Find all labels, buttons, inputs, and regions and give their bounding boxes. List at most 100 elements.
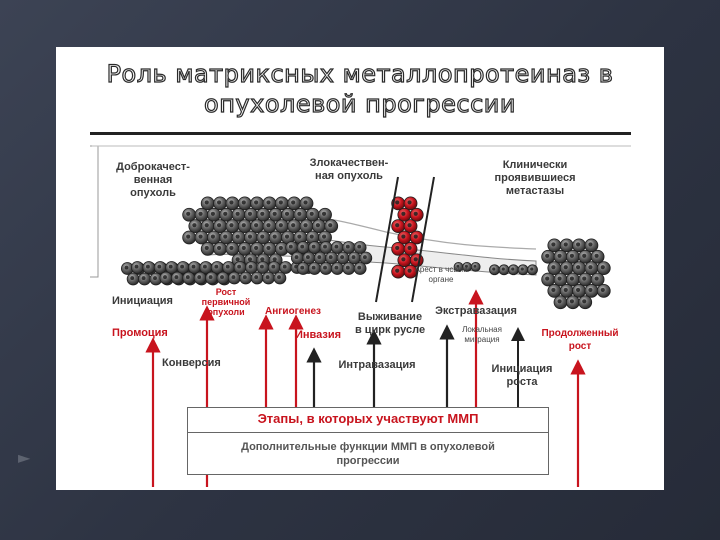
cell-nucleus: [401, 257, 406, 262]
cell-nucleus: [511, 267, 515, 271]
cell-nucleus: [225, 264, 230, 269]
cell-nucleus: [124, 265, 129, 270]
cell-nucleus: [278, 200, 283, 205]
cell-nucleus: [254, 245, 259, 250]
mmp-stages-box: Этапы, в которых участвуют ММП Дополните…: [187, 407, 549, 475]
cell-nucleus: [288, 244, 293, 249]
label-initiation: Инициация: [112, 295, 173, 307]
cell-nucleus: [563, 265, 568, 270]
cell-nucleus: [272, 234, 277, 239]
cell-nucleus: [235, 234, 240, 239]
cell-nucleus: [141, 276, 146, 281]
cell-nucleus: [582, 276, 587, 281]
cell-nucleus: [208, 275, 213, 280]
cell-nucleus: [407, 223, 412, 228]
cell-nucleus: [407, 200, 412, 205]
cell-nucleus: [210, 211, 215, 216]
cell-nucleus: [305, 255, 310, 260]
cell-nucleus: [300, 244, 305, 249]
label-primary-tumor-growth: Рост первичной опухоли: [201, 287, 251, 317]
label-prolonged-growth: Продолженный рост: [541, 328, 619, 352]
cell-nucleus: [345, 244, 350, 249]
label-arrest-in-organ: Арест в чсвом органе: [414, 265, 468, 284]
cell-nucleus: [223, 234, 228, 239]
cell-nucleus: [254, 200, 259, 205]
cell-nucleus: [216, 200, 222, 205]
cell-nucleus: [334, 244, 339, 249]
label-invasion: Инвазия: [294, 329, 342, 341]
label-growth-initiation: Инициация роста: [491, 363, 553, 388]
cell-nucleus: [254, 275, 259, 280]
cell-nucleus: [223, 211, 228, 216]
cell-nucleus: [145, 264, 150, 269]
cell-nucleus: [395, 200, 400, 205]
label-malignant-tumor: Злокачествен- ная опухоль: [309, 157, 389, 182]
cell-nucleus: [220, 275, 224, 280]
cell-nucleus: [291, 200, 296, 205]
tumor-progression-diagram: [90, 145, 631, 487]
cell-nucleus: [582, 299, 587, 304]
cell-nucleus: [231, 275, 236, 280]
cell-nucleus: [395, 223, 400, 228]
cell-nucleus: [186, 234, 191, 239]
cell-nucleus: [362, 255, 367, 260]
slide: Роль матриксных металлопротеиназ в опухо…: [56, 47, 664, 490]
cell-nucleus: [557, 299, 562, 304]
cell-nucleus: [588, 242, 593, 247]
cell-nucleus: [153, 276, 157, 281]
cell-nucleus: [241, 245, 246, 250]
cell-nucleus: [278, 245, 283, 250]
cell-nucleus: [241, 200, 246, 205]
cell-nucleus: [168, 264, 173, 269]
cell-nucleus: [520, 267, 524, 271]
cell-nucleus: [163, 275, 167, 280]
cell-nucleus: [407, 268, 412, 273]
cell-nucleus: [551, 265, 556, 270]
cell-nucleus: [174, 275, 179, 280]
cell-nucleus: [247, 211, 253, 216]
cell-nucleus: [198, 211, 203, 216]
cell-nucleus: [202, 264, 207, 269]
cell-nucleus: [345, 265, 350, 270]
label-intravasation: Интравазация: [338, 359, 416, 371]
cell-nucleus: [563, 242, 568, 247]
cell-nucleus: [407, 245, 412, 250]
cell-nucleus: [582, 253, 587, 258]
cell-nucleus: [247, 257, 253, 262]
cell-nucleus: [197, 275, 202, 280]
cell-nucleus: [241, 223, 246, 228]
cell-nucleus: [300, 265, 305, 270]
cell-nucleus: [284, 234, 290, 239]
background-arrow-decoration: ►: [18, 448, 31, 467]
cell-nucleus: [501, 267, 505, 271]
cell-nucleus: [260, 234, 265, 239]
cell-nucleus: [186, 211, 191, 216]
cell-nucleus: [229, 200, 234, 205]
cell-nucleus: [282, 264, 287, 269]
mmp-stages-title: Этапы, в которых участвуют ММП: [188, 408, 548, 433]
cell-nucleus: [180, 264, 185, 269]
cell-nucleus: [588, 287, 593, 292]
basement-membrane: [90, 145, 99, 278]
cell-nucleus: [216, 223, 222, 228]
cell-nucleus: [229, 245, 234, 250]
cell-nucleus: [272, 257, 277, 262]
cell-nucleus: [557, 253, 562, 258]
cell-nucleus: [530, 267, 534, 271]
cell-nucleus: [291, 223, 296, 228]
cell-nucleus: [413, 257, 418, 262]
cell-nucleus: [594, 253, 599, 258]
cell-nucleus: [357, 244, 362, 249]
slide-title: Роль матриксных металлопротеиназ в опухо…: [106, 59, 614, 118]
cell-nucleus: [235, 211, 240, 216]
cell-nucleus: [557, 276, 562, 281]
cell-nucleus: [157, 264, 162, 269]
cell-nucleus: [185, 275, 190, 280]
cell-nucleus: [266, 200, 271, 205]
cell-nucleus: [303, 223, 308, 228]
cell-nucleus: [309, 211, 314, 216]
cell-nucleus: [204, 223, 209, 228]
cell-nucleus: [569, 253, 574, 258]
cell-nucleus: [323, 244, 327, 249]
cell-nucleus: [551, 287, 556, 292]
